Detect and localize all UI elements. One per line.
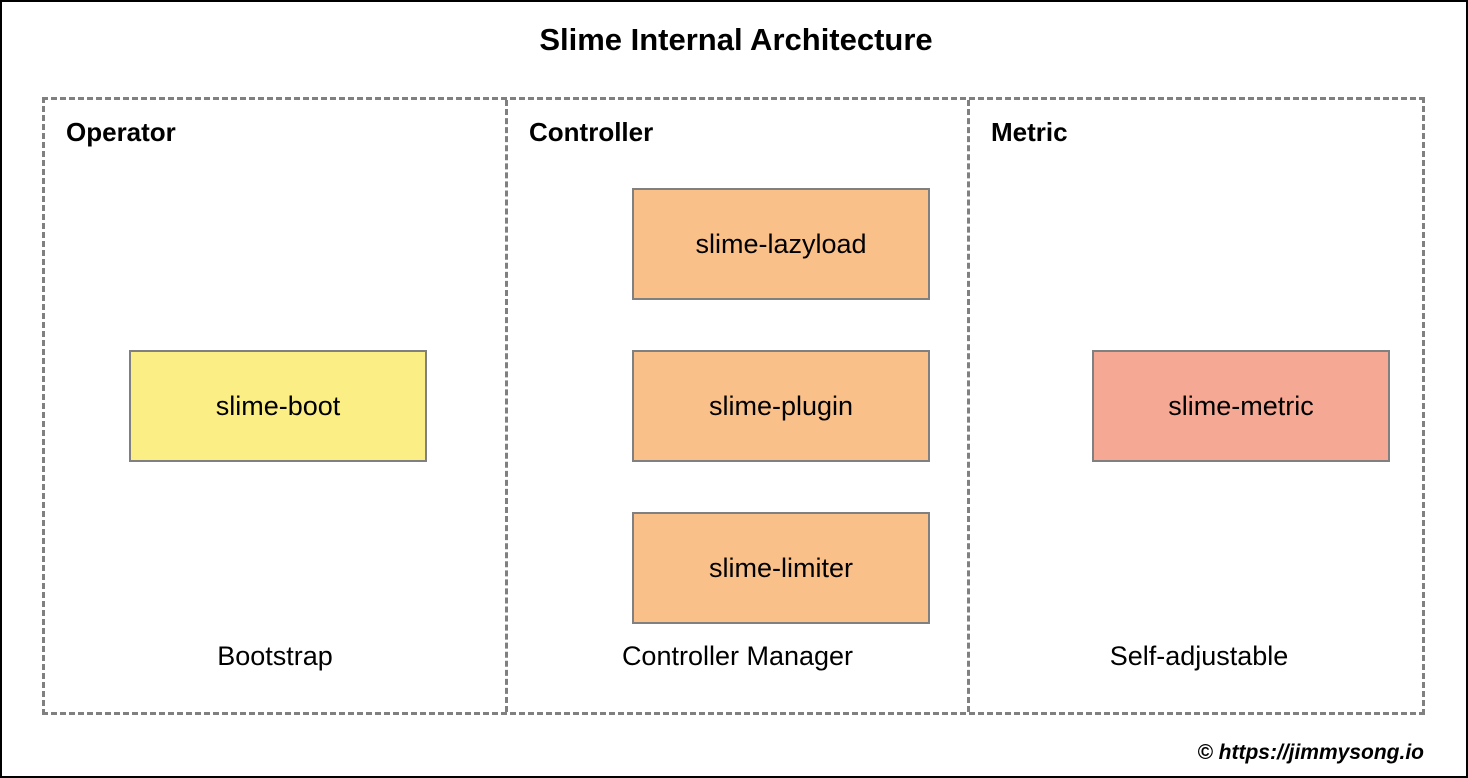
section-metric: Metric slime-metric Self-adjustable — [967, 100, 1428, 712]
component-box-slime-plugin-label: slime-plugin — [708, 391, 854, 421]
architecture-container: Operator slime-boot Bootstrap Controller… — [42, 97, 1425, 715]
page-title: Slime Internal Architecture — [539, 22, 933, 57]
component-box-slime-boot-label: slime-boot — [215, 391, 341, 421]
section-operator: Operator slime-boot Bootstrap — [45, 100, 505, 712]
component-box-slime-lazyload-label: slime-lazyload — [695, 229, 867, 259]
section-operator-caption: Bootstrap — [217, 641, 333, 671]
component-box-slime-lazyload[interactable]: slime-lazyload — [632, 188, 930, 300]
section-controller-label: Controller — [529, 117, 654, 147]
component-box-slime-limiter-label: slime-limiter — [709, 553, 853, 583]
section-controller-caption: Controller Manager — [621, 641, 854, 671]
footer-credit: © https://jimmysong.io — [1197, 741, 1424, 764]
section-operator-label: Operator — [66, 117, 176, 147]
section-controller: Controller slime-lazyload slime-plugin s… — [505, 100, 967, 712]
component-box-slime-plugin[interactable]: slime-plugin — [632, 350, 930, 462]
section-metric-caption: Self-adjustable — [1109, 641, 1289, 671]
component-box-slime-metric[interactable]: slime-metric — [1092, 350, 1390, 462]
component-box-slime-limiter[interactable]: slime-limiter — [632, 512, 930, 624]
section-metric-label: Metric — [991, 117, 1068, 147]
component-box-slime-metric-label: slime-metric — [1168, 391, 1314, 421]
component-box-slime-boot[interactable]: slime-boot — [129, 350, 427, 462]
